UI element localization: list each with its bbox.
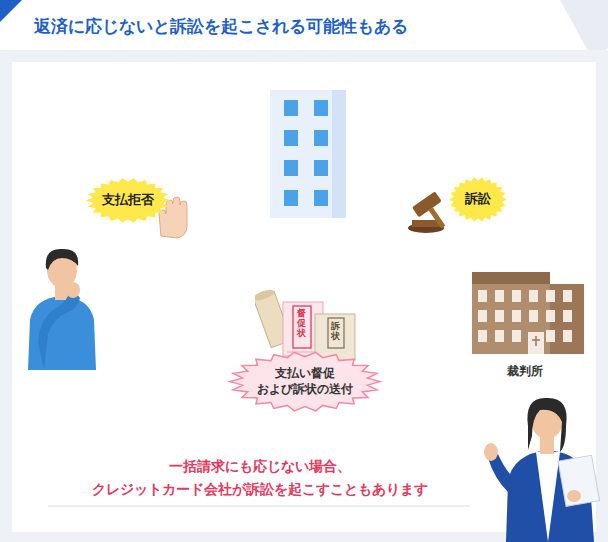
window — [284, 100, 298, 116]
edge-label: 支払い督促 および訴状の送付 — [246, 366, 364, 397]
illustration-part — [532, 339, 540, 341]
window — [512, 310, 521, 322]
illustration-part — [478, 290, 572, 342]
illustration-part — [527, 398, 566, 452]
window — [546, 330, 555, 342]
illustration-part — [270, 90, 346, 218]
window — [512, 290, 521, 302]
illustration-part — [560, 0, 608, 58]
edge-label: 支払拒否 — [102, 192, 154, 209]
court-building — [464, 266, 588, 358]
window — [314, 190, 328, 206]
window — [563, 330, 572, 342]
burst — [230, 353, 380, 412]
person-node — [20, 245, 106, 371]
illustration-part — [46, 249, 78, 270]
illustration-part — [429, 208, 446, 229]
window — [495, 310, 504, 322]
illustration-part — [528, 332, 544, 354]
window — [495, 290, 504, 302]
illustration-part — [535, 336, 537, 346]
edge-label: 訴訟 — [465, 191, 491, 208]
illustration-part — [293, 306, 311, 348]
illustration-part — [284, 100, 328, 206]
illustration-part — [38, 288, 80, 370]
illustration-part — [536, 452, 560, 542]
window — [314, 130, 328, 146]
illustration-part — [484, 443, 498, 461]
window — [478, 330, 487, 342]
illustration-part — [412, 220, 440, 227]
company-node — [268, 88, 348, 220]
window — [478, 290, 487, 302]
window — [563, 310, 572, 322]
illustration-part — [287, 352, 319, 353]
window — [314, 100, 328, 116]
window — [284, 190, 298, 206]
diagram-caption: 一括請求にも応じない場合、 クレジットカード会社が訴訟を起こすこともあります — [40, 455, 480, 501]
illustration-part — [472, 284, 584, 354]
illustration-part — [550, 284, 584, 354]
illustration-part — [66, 282, 80, 298]
window — [529, 290, 538, 302]
window — [478, 310, 487, 322]
window — [563, 290, 572, 302]
burst — [86, 178, 170, 223]
illustration-part — [255, 288, 275, 303]
node-label: 裁判所 — [465, 363, 585, 380]
window — [495, 330, 504, 342]
illustration-part — [567, 490, 581, 502]
burst — [449, 177, 507, 222]
document-title: 訴状 — [331, 322, 340, 342]
illustration-part — [332, 90, 346, 218]
window — [546, 290, 555, 302]
illustration-part — [48, 506, 470, 507]
court-node: 裁判所 — [465, 268, 585, 380]
illustration-part — [472, 272, 550, 286]
illustration-part — [412, 191, 442, 217]
documents — [255, 288, 365, 364]
illustration-part — [0, 0, 22, 22]
illustration-part — [412, 191, 454, 234]
window — [529, 310, 538, 322]
person-figure — [18, 242, 108, 372]
window — [284, 130, 298, 146]
gavel-icon — [404, 188, 456, 234]
window — [546, 310, 555, 322]
document-title: 督促状 — [297, 309, 306, 339]
window — [284, 160, 298, 176]
window — [512, 330, 521, 342]
illustration-part — [558, 455, 599, 506]
illustration-part — [328, 318, 344, 348]
diagram-title: 返済に応じないと訴訟を起こされる可能性もある — [34, 15, 408, 38]
presenter-figure — [466, 392, 606, 542]
illustration-part — [558, 455, 599, 506]
illustration-part — [12, 62, 596, 532]
illustration-part — [315, 314, 355, 360]
window — [314, 160, 328, 176]
company-building — [266, 86, 350, 222]
illustration-part — [0, 50, 608, 542]
